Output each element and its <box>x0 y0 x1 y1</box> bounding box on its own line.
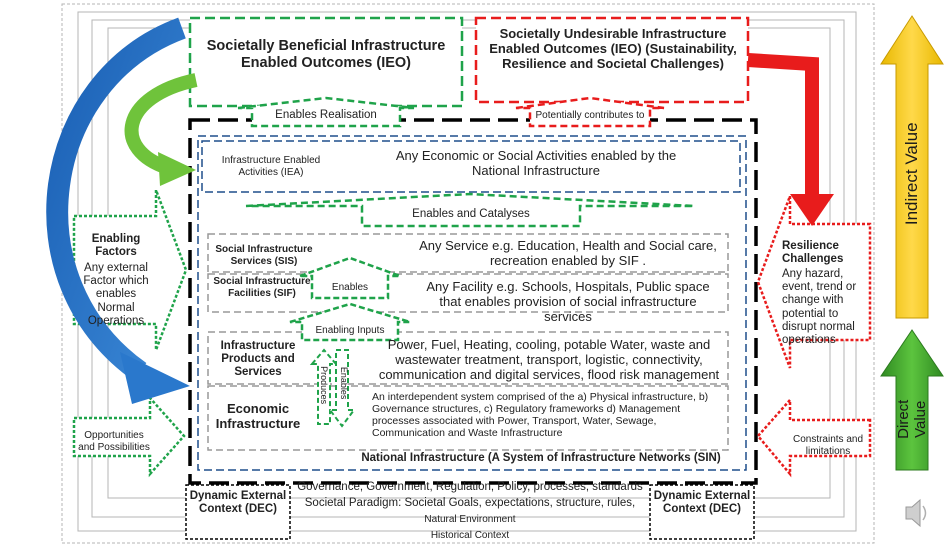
context-line-1: Governance, Government, Regulation, Poli… <box>297 481 643 493</box>
indirect-value-label: Indirect Value <box>902 122 922 226</box>
enables-label: Enables <box>331 282 369 293</box>
constraints-arrow <box>756 396 872 478</box>
opportunities-arrow <box>72 394 186 478</box>
potentially-contributes-arrow <box>515 96 665 128</box>
dec-left-box <box>185 484 291 540</box>
national-infrastructure-frame <box>188 118 758 485</box>
blue-curved-arrowhead <box>120 352 190 404</box>
sin-inner-frame <box>197 135 747 471</box>
resilience-arrow <box>756 195 872 369</box>
sis-box <box>207 233 729 273</box>
enabling-factors-body: Any external Factor which enables Normal… <box>83 262 149 327</box>
green-curved-arrowhead <box>158 152 196 186</box>
ieo-undesirable-title: Societally Undesirable Infrastructure En… <box>489 26 737 71</box>
direct-value-label: Direct Value <box>894 399 929 439</box>
enables-down-arrow <box>328 349 356 428</box>
sin-label: National Infrastructure (A System of Inf… <box>361 452 721 464</box>
resilience-title: Resilience Challenges <box>782 240 844 266</box>
enables-vertical-label: Enables <box>339 366 350 400</box>
ieo-undesirable-box <box>474 16 750 104</box>
opportunities-label: Opportunities and Possibilities <box>78 430 150 453</box>
iea-label: Infrastructure Enabled Activities (IEA) <box>221 155 321 178</box>
dec-right-label: Dynamic External Context (DEC) <box>653 490 751 516</box>
potentially-contributes-label: Potentially contributes to <box>535 110 645 121</box>
economic-box <box>207 385 729 451</box>
enables-sif-arrow <box>299 256 401 300</box>
sif-description: Any Facility e.g. Schools, Hospitals, Pu… <box>426 279 710 324</box>
enabling-inputs-arrow <box>289 302 411 342</box>
context-line-4: Historical Context <box>430 530 510 541</box>
enabling-factors-title: Enabling Factors <box>91 233 141 259</box>
sif-label: Social Infrastructure Facilities (SIF) <box>213 276 311 299</box>
constraints-label: Constraints and limitations <box>792 434 864 457</box>
ips-label: Infrastructure Products and Services <box>220 340 296 379</box>
red-elbow-arrow <box>747 53 819 196</box>
indirect-value-arrow <box>880 15 944 319</box>
blue-curved-arrow <box>46 17 186 381</box>
enables-catalyses-arrow <box>245 192 695 228</box>
produces-arrow <box>309 348 339 425</box>
red-elbow-arrowhead <box>790 194 834 226</box>
context-line-3: Natural Environment <box>424 514 516 525</box>
green-curved-arrow <box>124 73 198 175</box>
ieo-beneficial-box <box>188 16 464 108</box>
direct-value-arrow <box>880 329 944 471</box>
sis-description: Any Service e.g. Education, Health and S… <box>419 238 717 268</box>
enables-catalyses-label: Enables and Catalyses <box>412 208 530 220</box>
dec-right-box <box>649 484 755 540</box>
sis-label: Social Infrastructure Services (SIS) <box>215 244 313 267</box>
dec-left-label: Dynamic External Context (DEC) <box>189 490 287 516</box>
ieo-beneficial-title: Societally Beneficial Infrastructure Ena… <box>206 38 446 71</box>
enables-realisation-label: Enables Realisation <box>275 109 377 121</box>
economic-label: Economic Infrastructure <box>215 401 301 431</box>
economic-description: An interdependent system comprised of th… <box>372 391 709 440</box>
produces-label: Produces <box>319 366 330 405</box>
enables-realisation-arrow <box>237 96 415 128</box>
resilience-body: Any hazard, event, trend or change with … <box>782 268 857 347</box>
iea-box <box>201 140 741 193</box>
sif-box <box>207 273 729 313</box>
enabling-inputs-label: Enabling Inputs <box>315 325 385 336</box>
context-line-2: Societal Paradigm: Societal Goals, expec… <box>304 497 636 509</box>
ips-description: Power, Fuel, Heating, cooling, potable W… <box>378 337 720 382</box>
speaker-icon[interactable] <box>905 498 927 528</box>
iea-description: Any Economic or Social Activities enable… <box>395 148 677 178</box>
enabling-factors-arrow <box>72 189 188 351</box>
ips-box <box>207 331 729 385</box>
